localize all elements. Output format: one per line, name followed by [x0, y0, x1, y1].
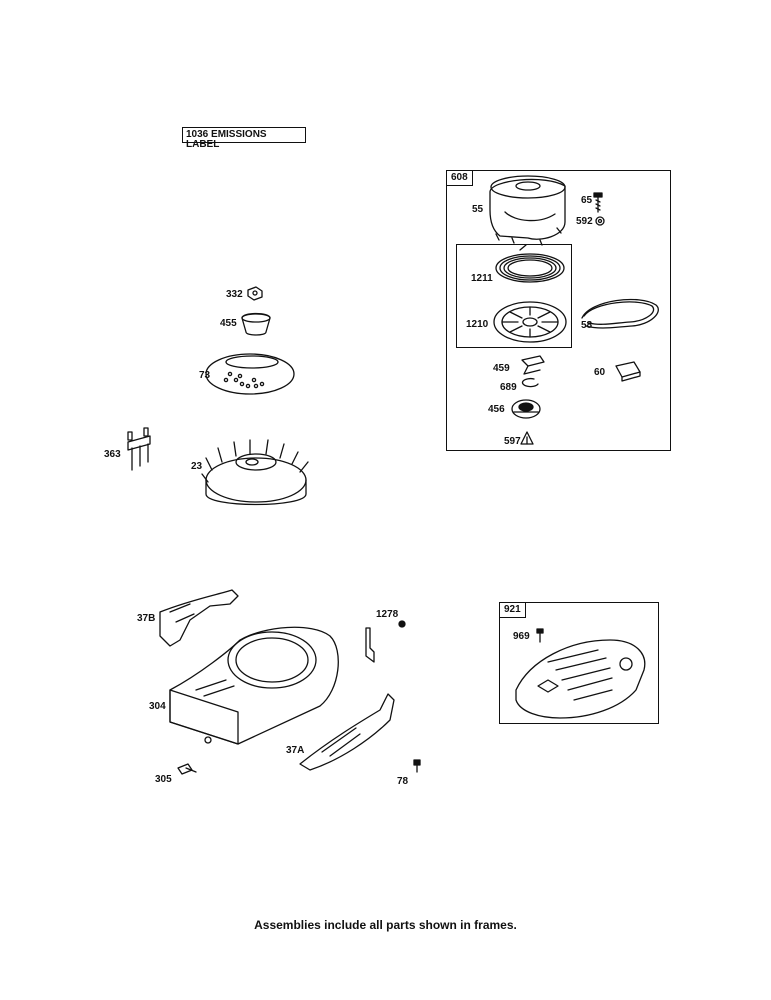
label-1210: 1210: [466, 319, 489, 330]
bracket-363: [127, 427, 151, 471]
blower-cover-921: [515, 639, 646, 719]
footer-note: Assemblies include all parts shown in fr…: [254, 918, 517, 932]
emissions-label-box: 1036 EMISSIONS LABEL: [182, 127, 306, 150]
label-455: 455: [220, 318, 237, 329]
blower-housing-304: [169, 626, 339, 745]
label-363: 363: [104, 449, 121, 460]
label-60: 60: [594, 367, 606, 378]
label-37B: 37B: [137, 613, 156, 624]
label-78: 78: [397, 776, 409, 787]
bolt-305: [177, 763, 197, 775]
retainer-689: [521, 377, 539, 388]
handle-60: [615, 361, 641, 382]
flywheel-23: [201, 439, 309, 506]
frame-608: 608: [446, 170, 671, 451]
baffle-37B: [159, 589, 239, 647]
starter-housing-55: [489, 175, 566, 246]
label-37A: 37A: [286, 745, 305, 756]
label-304: 304: [149, 701, 166, 712]
frame-608-tag: 608: [447, 171, 473, 186]
screw-65: [593, 192, 603, 213]
label-58: 58: [581, 320, 593, 331]
rope-58: [581, 298, 659, 329]
label-65: 65: [581, 195, 593, 206]
washer-592: [595, 216, 605, 226]
screw-1278: [398, 620, 406, 628]
label-1211: 1211: [471, 273, 493, 284]
label-456: 456: [488, 404, 505, 415]
label-689: 689: [500, 382, 517, 393]
frame-921: 921: [499, 602, 659, 724]
spring-1211: [495, 244, 565, 283]
label-23: 23: [191, 461, 203, 472]
label-592: 592: [576, 216, 593, 227]
label-969: 969: [513, 631, 530, 642]
frame-608-inner: [456, 244, 572, 348]
nut-597: [520, 431, 534, 445]
label-305: 305: [155, 774, 172, 785]
frame-921-tag: 921: [500, 603, 526, 618]
label-459: 459: [493, 363, 510, 374]
cup-455: [241, 312, 271, 336]
screw-969: [536, 628, 544, 643]
label-1278: 1278: [376, 609, 399, 620]
nut-332: [247, 286, 263, 301]
screw-78: [413, 759, 421, 773]
label-55: 55: [472, 204, 484, 215]
baffle-37A: [299, 693, 395, 771]
screen-73: [205, 353, 295, 395]
dog-459: [521, 355, 545, 375]
label-332: 332: [226, 289, 243, 300]
pulley-1210: [493, 301, 567, 343]
clip-1278: [365, 627, 375, 663]
label-73: 73: [199, 370, 211, 381]
cup-456: [511, 399, 541, 419]
label-597: 597: [504, 436, 521, 447]
